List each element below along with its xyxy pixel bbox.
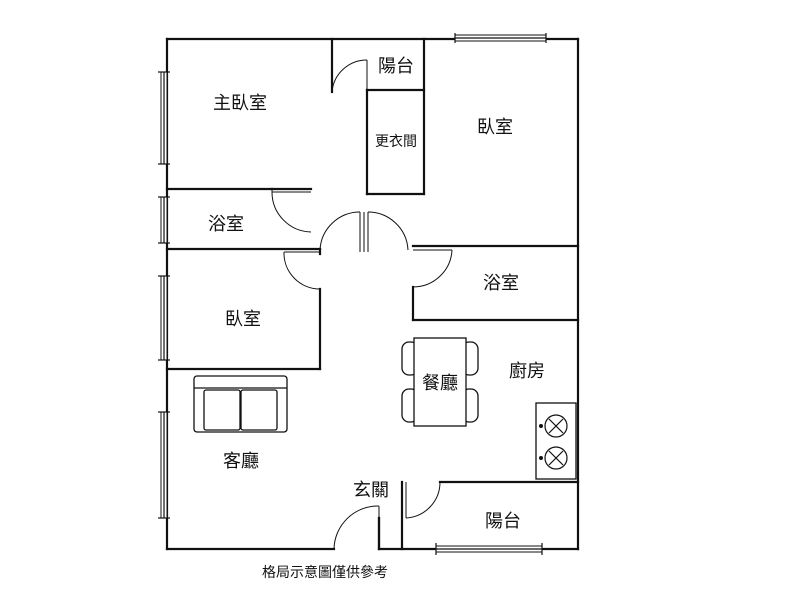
label-balcony-top: 陽台 — [378, 56, 414, 77]
label-entrance: 玄關 — [353, 480, 389, 501]
window-left-master — [158, 71, 170, 165]
label-dining-room: 餐廳 — [422, 373, 458, 394]
dining-table — [401, 337, 479, 427]
label-master-bedroom: 主臥室 — [213, 93, 267, 114]
label-bathroom-left: 浴室 — [208, 214, 244, 235]
window-left-bath — [158, 196, 170, 244]
caption: 格局示意圖僅供參考 — [262, 565, 388, 581]
label-bedroom-right: 臥室 — [477, 117, 513, 138]
door-bedroom-left — [283, 251, 321, 290]
window-left-bedroom — [158, 275, 170, 361]
door-bathroom-right — [412, 249, 453, 288]
window-left-living — [158, 411, 170, 519]
label-living-room: 客廳 — [223, 451, 259, 472]
outer-walls — [165, 37, 580, 551]
door-balcony-bottom — [405, 481, 441, 519]
label-balcony-bottom: 陽台 — [485, 511, 521, 532]
label-bathroom-right: 浴室 — [483, 273, 519, 294]
door-center-double — [319, 211, 409, 252]
sofa — [193, 375, 288, 433]
door-bathroom-left — [271, 189, 312, 233]
stove — [535, 402, 577, 480]
label-bedroom-left: 臥室 — [225, 309, 261, 330]
doors — [271, 59, 453, 550]
label-kitchen: 廚房 — [509, 360, 545, 382]
window-top-right — [454, 33, 547, 43]
door-entrance — [333, 505, 380, 550]
label-walk-in-closet: 更衣間 — [375, 134, 417, 150]
door-balcony-top — [331, 59, 368, 93]
windows — [158, 33, 547, 555]
interior-walls — [165, 37, 580, 551]
window-bottom-balcony — [435, 543, 543, 555]
